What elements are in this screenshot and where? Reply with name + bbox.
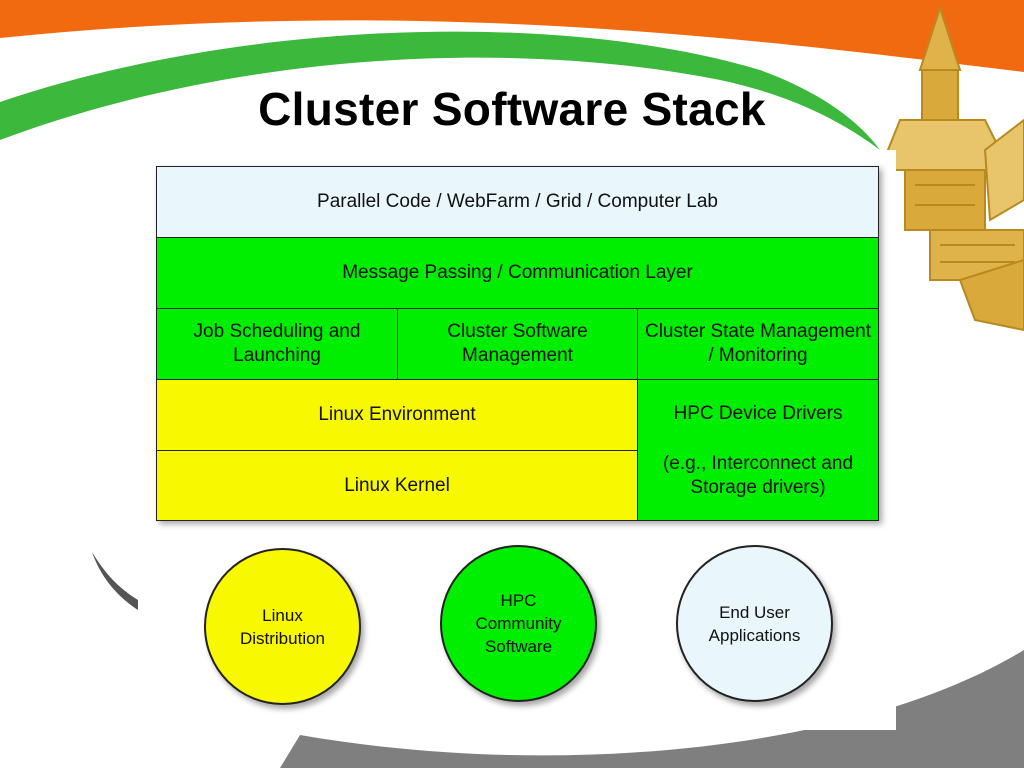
layer-parallel-code: Parallel Code / WebFarm / Grid / Compute…: [156, 166, 879, 238]
building-sketch-icon: [878, 4, 1024, 332]
layer-linux-kernel: Linux Kernel: [156, 450, 638, 521]
circle-hpc-community-software: HPC Community Software: [440, 545, 597, 702]
page-title: Cluster Software Stack: [258, 83, 766, 135]
green-swoosh: [0, 31, 880, 150]
orange-banner: [0, 0, 1024, 72]
circle-end-user-applications: End User Applications: [676, 545, 833, 702]
drivers-title: HPC Device Drivers: [673, 403, 843, 424]
layer-cluster-state-management: Cluster State Management / Monitoring: [637, 308, 879, 380]
software-stack: Parallel Code / WebFarm / Grid / Compute…: [156, 166, 879, 521]
drivers-note: (e.g., Interconnect and Storage drivers): [662, 453, 854, 498]
circle-label: End User Applications: [708, 602, 801, 645]
circle-linux-distribution: Linux Distribution: [204, 548, 361, 705]
layer-linux-environment: Linux Environment: [156, 379, 638, 451]
gray-swoosh-left: [92, 552, 138, 610]
circle-label: HPC Community Software: [475, 591, 562, 656]
gray-swoosh-bottom: [280, 650, 1024, 768]
layer-cluster-software-management: Cluster Software Management: [397, 308, 638, 380]
circle-label: Linux Distribution: [239, 605, 326, 648]
layer-hpc-device-drivers: HPC Device Drivers (e.g., Interconnect a…: [637, 379, 879, 521]
layer-job-scheduling: Job Scheduling and Launching: [156, 308, 398, 380]
layer-message-passing: Message Passing / Communication Layer: [156, 237, 879, 309]
